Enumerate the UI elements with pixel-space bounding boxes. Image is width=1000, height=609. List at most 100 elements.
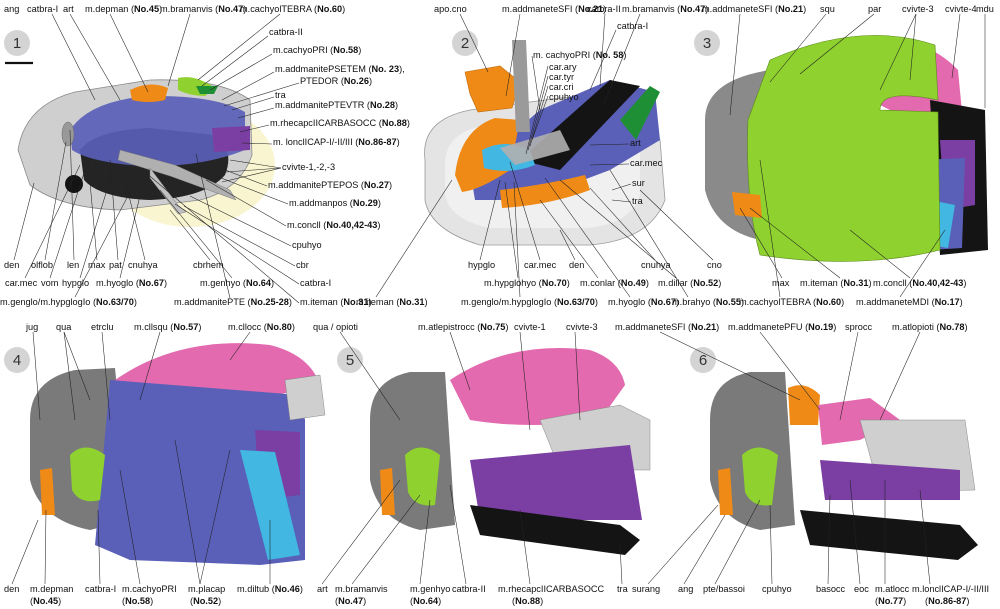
- label-p1-psetem: m.addmanitePSETEM (No. 23),: [275, 64, 405, 74]
- label-p4-cllsqu: m.cllsqu (No.57): [134, 322, 201, 332]
- purple-muscle-1: [212, 126, 250, 152]
- label-p3-cvivte4: cvivte-4: [945, 4, 977, 14]
- leader-line-p2-carmec2-0: [509, 161, 541, 261]
- label-p3-max: max: [772, 278, 790, 288]
- leader-line-p5-catbra2-0: [449, 484, 467, 585]
- label-p4-den: den: [4, 584, 19, 594]
- leader-line-p2-cnuhya-0: [589, 187, 656, 261]
- label-p1-catbra1: catbra-I: [27, 4, 58, 14]
- leader-line-p3-sfi-0: [729, 13, 741, 116]
- label-p3-par: par: [868, 4, 881, 14]
- label-p6-atlopioti: m.atlopioti (No.78): [892, 322, 968, 332]
- leader-line-p2-cpuhyo-2: [527, 75, 549, 151]
- panel-number-1: 1: [4, 30, 30, 56]
- label-p3-sfi: m.addmaneteSFI (No.21): [702, 4, 806, 14]
- label-p2-carmec2: car.mec: [524, 260, 557, 270]
- label-p4-jug: jug: [25, 322, 38, 332]
- label-p1-olflob: olflob: [31, 260, 53, 270]
- label-p2-carary: car.ary: [549, 62, 577, 72]
- grey-bones-4: [284, 374, 326, 421]
- leader-line-p5-atlepistrocc-0: [449, 331, 471, 391]
- label-p1-cbr: cbr: [296, 260, 309, 270]
- label-p1-tra: tra: [275, 90, 287, 100]
- leader-line-p2-hypglo-0: [479, 179, 501, 261]
- leader-line-p2-carmec-0: [589, 163, 630, 166]
- panel-number-text: 5: [346, 352, 354, 369]
- label-p1-vom: vom: [41, 278, 59, 288]
- orange-muscle-6: [788, 385, 820, 425]
- label-p2-art: art: [630, 138, 641, 148]
- panel-number-text: 3: [703, 35, 711, 52]
- leader-line-p1-cbrhem-0: [169, 209, 211, 261]
- label-p2-hypglo: hypglo: [468, 260, 495, 270]
- label-p5-genhyo-n: (No.64): [410, 596, 441, 606]
- label-p2-carmec: car.mec: [630, 158, 663, 168]
- purple-muscle-6: [820, 460, 960, 500]
- label-p4-depman: m.depman: [30, 584, 73, 594]
- leader-line-p1-addmanpos-0: [215, 175, 289, 205]
- leader-line-p1-catbra1-0: [51, 13, 96, 101]
- label-p1-iteman: m.iteman (No.31): [300, 297, 372, 307]
- label-p5-tra: tra: [617, 584, 629, 594]
- label-p4-depman-n: (No.45): [30, 596, 61, 606]
- panel-number-circle: [452, 30, 478, 56]
- panel-number-circle: [337, 347, 363, 373]
- panel-number-5: 5: [337, 347, 363, 373]
- label-p6-basocc: basocc: [816, 584, 846, 594]
- leader-line-p2-tra-0: [611, 199, 632, 203]
- label-p2-cpuhyo: cpuhyo: [549, 92, 579, 102]
- leader-line-p2-catbra1-0: [589, 29, 617, 91]
- green-sheet-3: [747, 35, 941, 262]
- label-p1-ptepos: m.addmanitePTEPOS (No.27): [268, 180, 392, 190]
- panel-number-text: 2: [461, 35, 469, 52]
- label-p1-hypglo: hypglo: [62, 278, 89, 288]
- label-p5-bramanvis: m.bramanvis: [335, 584, 388, 594]
- label-p1-max: max: [88, 260, 106, 270]
- label-p1-cnuhya: cnuhya: [128, 260, 159, 270]
- leader-line-p4-placap-0: [174, 439, 201, 585]
- panel-4: [30, 343, 326, 565]
- label-p3-squ: squ: [820, 4, 835, 14]
- label-p1-pte: m.addmanitePTE (No.25-28): [174, 297, 292, 307]
- label-p5-catbra2: catbra-II: [452, 584, 486, 594]
- grey-hyoid-1: [117, 149, 237, 201]
- label-p5-rhecap-n: (No.88): [512, 596, 543, 606]
- label-p2-bramanvis: m.bramanvis (No.47): [622, 4, 708, 14]
- label-p2-sfi: m.addmaneteSFI (No.21): [502, 4, 606, 14]
- leader-line-p2-catbra2-0: [599, 13, 606, 87]
- label-p5-qua: qua / opioti: [313, 322, 358, 332]
- label-p1-cachyoltebra: m.cachyolTEBRA (No.60): [240, 4, 345, 14]
- label-p6-eoc: eoc: [854, 584, 869, 594]
- panel-number-6: 6: [690, 347, 716, 373]
- label-p6-sfi: m.addmaneteSFI (No.21): [615, 322, 719, 332]
- label-p2-sur: sur: [632, 178, 645, 188]
- leader-line-p1-cachyopri-0: [209, 53, 273, 91]
- label-p4-placap-n: (No.52): [190, 596, 221, 606]
- black-trachea-5: [470, 505, 640, 555]
- label-p1-den: den: [4, 260, 19, 270]
- leader-line-p1-tra-0: [231, 96, 275, 111]
- leader-line-p1-pte-0: [195, 153, 231, 299]
- leader-line-p4-catbra1-0: [97, 509, 101, 585]
- leader-line-p1-hyoglo-0: [119, 195, 141, 279]
- cyan-muscle-4: [240, 450, 300, 560]
- leader-line-p3-cvivte4-0: [951, 13, 961, 79]
- label-p3-cvivte3: cvivte-3: [902, 4, 934, 14]
- panel-number-circle: [690, 347, 716, 373]
- label-p6-sprocc: sprocc: [845, 322, 872, 332]
- label-p1-cvivte: cvivte-1,-2,-3: [282, 162, 335, 172]
- leader-line-p6-sfi-0: [659, 331, 801, 401]
- leader-line-p2-iteman-0: [375, 179, 453, 298]
- leader-line-p2-art-0: [589, 143, 630, 146]
- label-p2-genglo: m.genglo/m.hypglogIo (No.63/70): [461, 297, 598, 307]
- leader-line-p2-sfi-0: [505, 13, 521, 97]
- label-p6-atlocc-n: (No.77): [875, 596, 906, 606]
- leader-line-p1-ptedor-0: [223, 82, 300, 107]
- label-p2-catbra1: catbra-I: [617, 21, 648, 31]
- label-p1-ptevtr: m.addmanitePTEVTR (No.28): [275, 100, 398, 110]
- label-p6-lonclicap-n: (No.86-87): [925, 596, 969, 606]
- leader-line-p1-olflob-0: [44, 141, 67, 261]
- leader-line-p5-tra-0: [619, 544, 623, 585]
- label-p1-bramanvis: m.bramanvis (No.47): [160, 4, 246, 14]
- label-p5-cvivte1: cvivte-1: [514, 322, 546, 332]
